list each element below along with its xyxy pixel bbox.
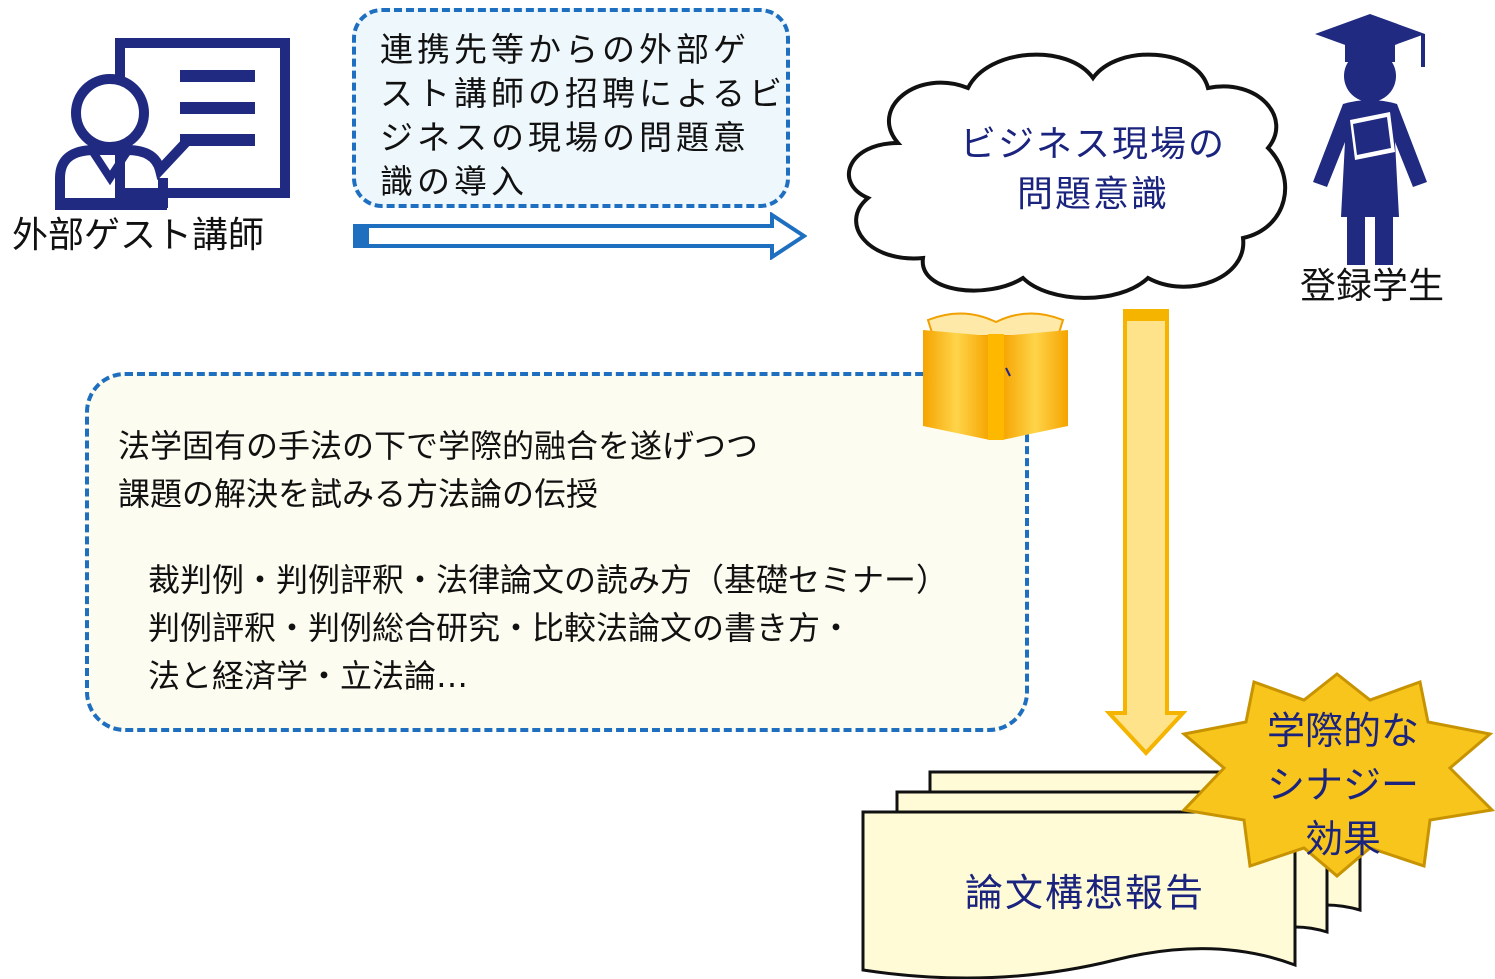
intro-line: 法学固有の手法の下で学際的融合を遂げつつ	[118, 427, 759, 465]
note-line: 連携先等からの外部ゲ	[380, 30, 750, 69]
note-line: スト講師の招聘によるビ	[380, 74, 787, 113]
down-arrow-icon	[1105, 309, 1187, 756]
topic-line: 裁判例・判例評釈・法律論文の読み方（基礎セミナー）	[148, 561, 949, 599]
synergy-star-text: 学際的な シナジー 効果	[1238, 704, 1448, 866]
topic-line: 法と経済学・立法論…	[148, 657, 469, 695]
synergy-star-icon	[1180, 672, 1495, 878]
open-book-icon	[923, 312, 1068, 440]
cloud-line: 問題意識	[1016, 174, 1169, 215]
star-line: シナジー	[1266, 763, 1419, 807]
lecturer-presentation-icon	[55, 38, 290, 210]
methodology-topics: 裁判例・判例評釈・法律論文の読み方（基礎セミナー） 判例評釈・判例総合研究・比較…	[148, 556, 948, 700]
note-line: 識の導入	[380, 162, 528, 201]
intro-line: 課題の解決を試みる方法論の伝授	[118, 475, 599, 513]
right-arrow-icon	[353, 212, 807, 260]
methodology-box	[85, 372, 1029, 732]
topic-line: 判例評釈・判例総合研究・比較法論文の書き方・	[148, 609, 853, 647]
star-line: 効果	[1304, 817, 1381, 861]
graduate-student-icon	[1313, 14, 1427, 265]
student-label: 登録学生	[1299, 266, 1444, 307]
cloud-shape	[847, 52, 1288, 300]
guest-lecture-note: 連携先等からの外部ゲ スト講師の招聘によるビ ジネスの現場の問題意 識の導入	[352, 8, 790, 208]
documents-label: 論文構想報告	[964, 871, 1205, 915]
cloud-text: ビジネス現場の 問題意識	[928, 120, 1258, 220]
lecturer-label: 外部ゲスト講師	[12, 215, 265, 256]
methodology-intro: 法学固有の手法の下で学際的融合を遂げつつ 課題の解決を試みる方法論の伝授	[118, 422, 758, 518]
star-line: 学際的な	[1266, 709, 1419, 753]
note-line: ジネスの現場の問題意	[380, 118, 750, 157]
cloud-line: ビジネス現場の	[959, 124, 1226, 165]
